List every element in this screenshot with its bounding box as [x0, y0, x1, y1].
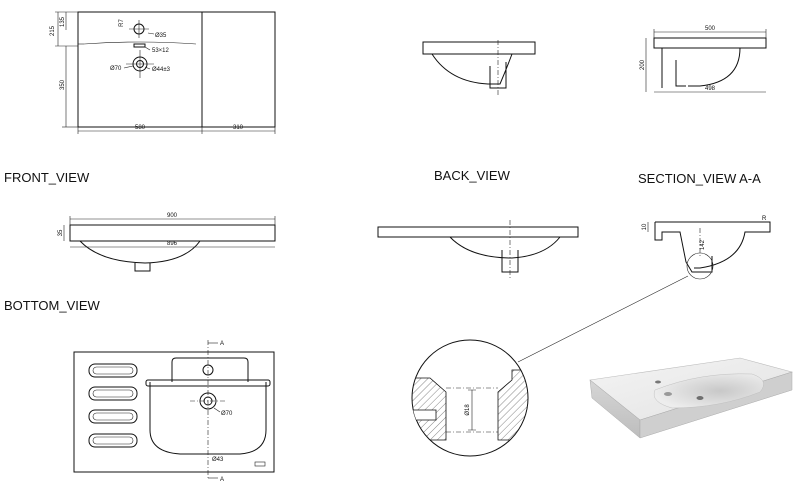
detail-circle-marker — [686, 252, 714, 280]
dim-bottom-d43: Ø43 — [212, 457, 224, 463]
dim-r7: R7 — [119, 19, 125, 27]
label-back-view: BACK_VIEW — [434, 168, 511, 183]
dim-200: 200 — [640, 59, 646, 70]
label-section-view: SECTION_VIEW A-A — [638, 171, 761, 186]
bottom-logo-mark — [254, 461, 266, 467]
front-view: 900 35 896 — [58, 213, 276, 272]
detail-left-wall — [412, 377, 447, 441]
top-view-plan: 215 135 350 R7 Ø35 53×12 Ø70 Ø44±3 580 3… — [50, 11, 276, 134]
dim-215: 215 — [50, 25, 56, 36]
section-a-top: A — [220, 341, 224, 347]
render-drain — [696, 396, 704, 400]
dim-350: 350 — [60, 79, 66, 90]
bottom-bowl-outline — [149, 382, 267, 455]
dim-900: 900 — [167, 213, 178, 219]
basin-3d-render — [589, 357, 794, 439]
back-bowl — [449, 236, 561, 259]
side-bowl — [431, 53, 513, 85]
front-bowl — [79, 240, 201, 264]
bottom-rear-rib — [171, 357, 249, 382]
back-view — [377, 220, 579, 278]
front-drain — [134, 263, 151, 272]
dim-142: 142 — [700, 239, 706, 250]
detail-leader — [517, 275, 689, 363]
front-slab — [69, 224, 276, 242]
bottom-rib-2 — [88, 386, 138, 401]
bottom-rib-1 — [88, 363, 138, 378]
render-bowl — [653, 373, 764, 409]
dim-d35: Ø35 — [155, 33, 167, 39]
dim-135: 135 — [60, 16, 66, 27]
render-overflow — [664, 392, 672, 396]
section-drain — [675, 60, 686, 87]
section-aa-inner — [654, 222, 713, 273]
basin-outline — [77, 11, 276, 128]
label-bottom-view: BOTTOM_VIEW — [4, 298, 101, 313]
bottom-rib-3 — [88, 409, 138, 424]
back-slab — [377, 226, 579, 238]
render-tap-hole — [655, 380, 661, 384]
detail-right-wall — [497, 369, 528, 441]
bottom-view: A A Ø70 Ø43 — [73, 340, 275, 483]
dim-580: 580 — [135, 125, 146, 131]
section-top-slab — [653, 37, 767, 49]
section-view-small: 500 200 498 — [640, 26, 767, 93]
section-a-bottom: A — [220, 477, 224, 483]
dim-35: 35 — [58, 229, 64, 236]
bottom-outline — [73, 351, 275, 473]
dim-r: R — [762, 216, 767, 222]
dim-498: 498 — [705, 86, 716, 92]
section-aa-profile — [655, 221, 771, 269]
label-front-view: FRONT_VIEW — [4, 170, 90, 185]
section-bowl-wall — [661, 47, 741, 88]
dim-bottom-d70: Ø70 — [221, 411, 233, 417]
section-view-aa: 10 R 142 — [642, 216, 771, 280]
dim-10: 10 — [642, 223, 648, 230]
overflow-slot — [133, 43, 146, 48]
bottom-rib-4 — [88, 433, 138, 448]
dim-slot: 53×12 — [152, 48, 170, 54]
dim-d70: Ø70 — [110, 66, 122, 72]
dim-896: 896 — [167, 241, 178, 247]
bowl-rim-edge — [83, 41, 197, 45]
dim-detail-d18: Ø18 — [465, 404, 471, 416]
side-top-slab — [422, 41, 536, 55]
dim-310: 310 — [233, 125, 244, 131]
dim-d44: Ø44±3 — [152, 67, 171, 73]
dim-500: 500 — [705, 26, 716, 32]
detail-view: Ø18 — [411, 339, 529, 457]
side-view-small — [422, 40, 536, 96]
